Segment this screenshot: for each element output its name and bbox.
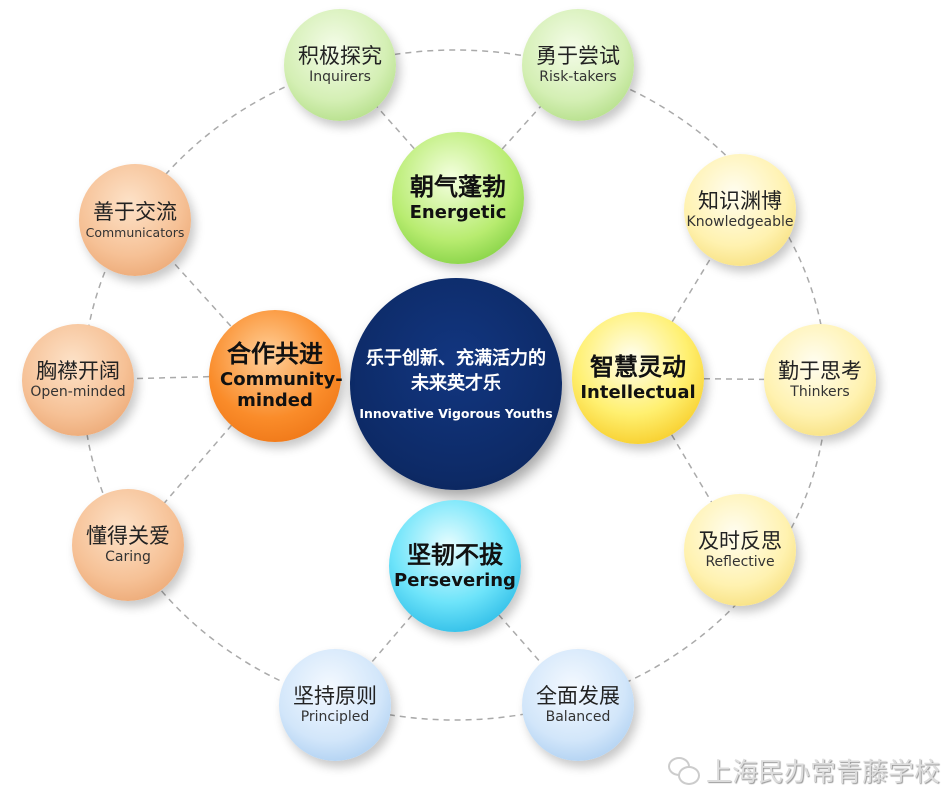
attribute-zh: 坚持原则 xyxy=(293,684,377,708)
center-subtitle: Innovative Vigorous Youths xyxy=(359,405,553,421)
pillar-energetic: 朝气蓬勃 Energetic xyxy=(392,132,524,264)
attribute-en: Principled xyxy=(300,709,370,726)
attribute-en: Thinkers xyxy=(790,384,850,401)
attribute-zh: 积极探究 xyxy=(298,44,382,68)
attribute-zh: 勤于思考 xyxy=(778,359,862,383)
center-title-line2: 未来英才乐 xyxy=(411,372,501,394)
attribute-en: Risk-takers xyxy=(539,69,617,86)
pillar-en: Community-minded xyxy=(220,368,343,412)
link-intellectual-thinkers xyxy=(637,377,821,381)
attribute-en: Balanced xyxy=(545,709,611,726)
pillar-en: Intellectual xyxy=(580,381,696,403)
attribute-thinkers: 勤于思考 Thinkers xyxy=(764,324,876,436)
pillar-zh: 智慧灵动 xyxy=(590,352,686,381)
pillar-zh: 朝气蓬勃 xyxy=(410,172,506,201)
link-persevering-principled xyxy=(334,564,456,706)
pillar-zh: 坚韧不拔 xyxy=(407,540,503,569)
attribute-zh: 胸襟开阔 xyxy=(36,359,120,383)
attribute-en: Reflective xyxy=(705,554,775,571)
link-energetic-risktakers xyxy=(457,64,579,199)
attribute-en: Communicators xyxy=(85,225,185,241)
attribute-en: Open-minded xyxy=(30,384,126,401)
pillar-en: Persevering xyxy=(394,569,516,591)
pillar-community-minded: 合作共进 Community-minded xyxy=(209,310,343,442)
attribute-zh: 勇于尝试 xyxy=(536,44,620,68)
attribute-inquirers: 积极探究 Inquirers xyxy=(284,9,396,121)
pillar-persevering: 坚韧不拔 Persevering xyxy=(389,500,521,632)
watermark: 上海民办常青藤学校 xyxy=(668,752,940,789)
attribute-principled: 坚持原则 Principled xyxy=(279,649,391,761)
attribute-open-minded: 胸襟开阔 Open-minded xyxy=(22,324,134,436)
attribute-risk-takers: 勇于尝试 Risk-takers xyxy=(522,9,634,121)
center-title-line1: 乐于创新、充满活力的 xyxy=(366,348,546,370)
attribute-knowledgeable: 知识渊博 Knowledgeable xyxy=(684,154,796,266)
pillar-en: Energetic xyxy=(409,201,507,223)
attribute-balanced: 全面发展 Balanced xyxy=(522,649,634,761)
attribute-caring: 懂得关爱 Caring xyxy=(72,489,184,601)
pillar-intellectual: 智慧灵动 Intellectual xyxy=(572,312,704,444)
attribute-communicators: 善于交流 Communicators xyxy=(79,164,191,276)
wechat-icon xyxy=(668,756,700,785)
attribute-zh: 懂得关爱 xyxy=(86,524,170,548)
attribute-zh: 及时反思 xyxy=(698,529,782,553)
center-circle: 乐于创新、充满活力的 未来英才乐 Innovative Vigorous You… xyxy=(350,278,562,490)
attribute-zh: 善于交流 xyxy=(93,199,177,224)
watermark-text: 上海民办常青藤学校 xyxy=(706,758,941,788)
attribute-en: Caring xyxy=(105,549,151,566)
attribute-en: Inquirers xyxy=(309,69,371,86)
attribute-zh: 全面发展 xyxy=(536,684,620,708)
attribute-reflective: 及时反思 Reflective xyxy=(684,494,796,606)
attribute-zh: 知识渊博 xyxy=(698,189,782,213)
pillar-zh: 合作共进 xyxy=(227,340,323,368)
attribute-en: Knowledgeable xyxy=(686,214,794,231)
